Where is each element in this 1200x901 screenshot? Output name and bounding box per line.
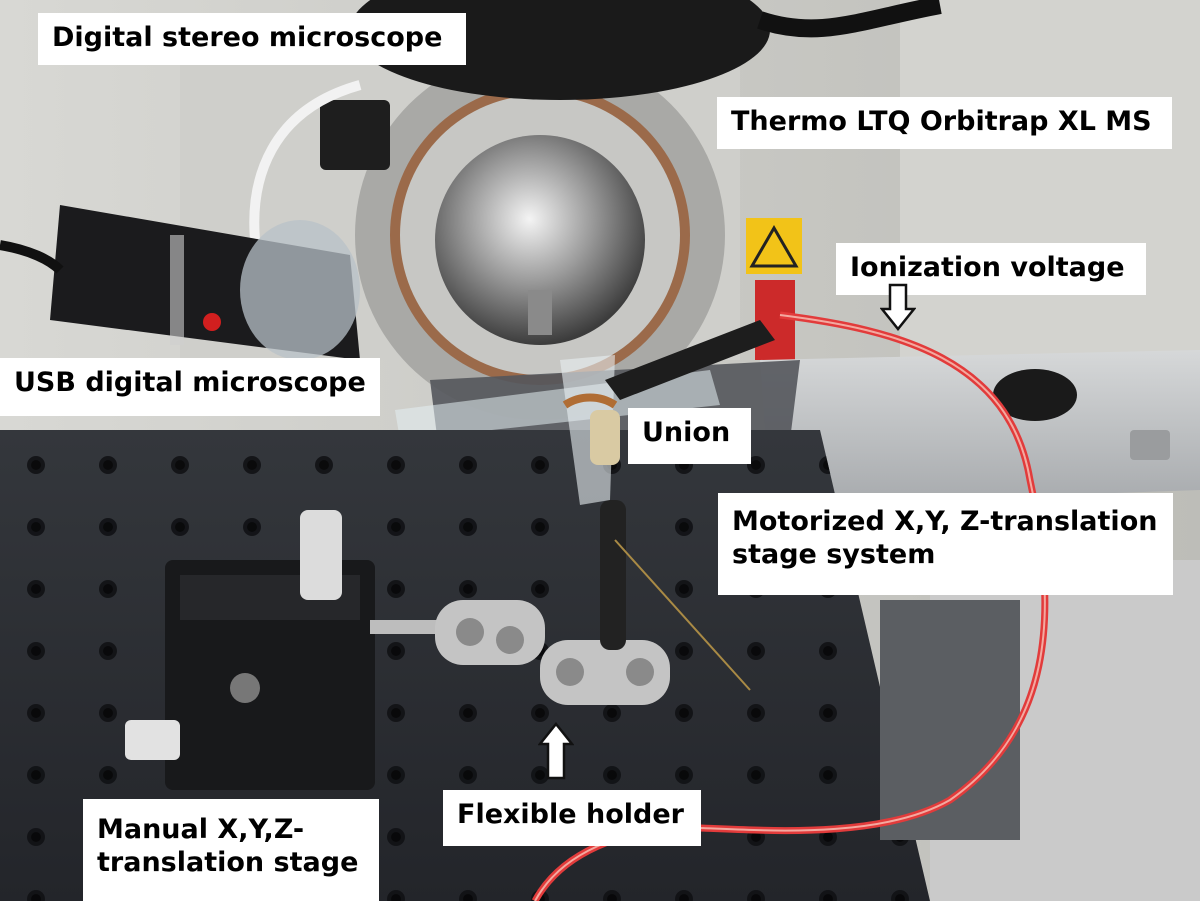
motorized-stage-rail: [760, 350, 1200, 505]
flexible-holder-arm: [370, 355, 670, 705]
union-fitting: [590, 410, 620, 465]
label-usb-digital-microscope: USB digital microscope: [0, 358, 380, 416]
arrow-up-icon: [538, 722, 574, 780]
label-motorized-stage: Motorized X,Y, Z-translation stage syste…: [718, 493, 1173, 595]
switch-block: [320, 100, 390, 170]
ms-inlet-cone: [435, 135, 645, 345]
manual-translation-stage: [125, 510, 375, 790]
label-flexible-holder: Flexible holder: [443, 790, 701, 846]
voltage-connector: [605, 320, 775, 400]
voltage-socket: [755, 280, 795, 360]
label-union: Union: [628, 408, 751, 464]
label-digital-stereo-microscope: Digital stereo microscope: [38, 13, 466, 65]
white-cable: [249, 80, 362, 241]
label-thermo-orbitrap: Thermo LTQ Orbitrap XL MS: [717, 97, 1172, 149]
label-manual-stage: Manual X,Y,Z- translation stage: [83, 799, 379, 901]
usb-microscope: [0, 205, 360, 360]
arrow-down-icon: [880, 283, 916, 332]
label-ionization-voltage: Ionization voltage: [836, 243, 1146, 295]
